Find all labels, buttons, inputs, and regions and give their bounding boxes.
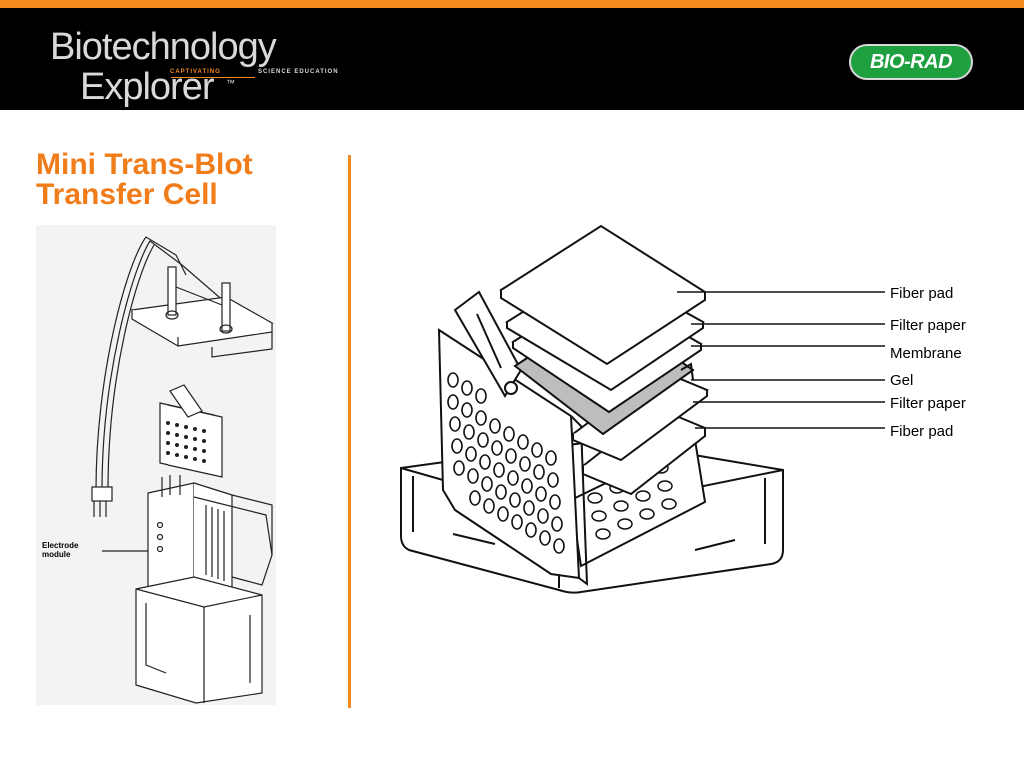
logo-tagline-science-education: SCIENCE EDUCATION [258, 69, 339, 75]
layer-label-membrane: Membrane [890, 345, 962, 362]
callout-electrode-module-line1: Electrode [42, 541, 79, 550]
callout-electrode-module-line2: module [42, 550, 71, 559]
slide-title: Mini Trans-Blot Transfer Cell [36, 150, 336, 210]
vertical-divider [348, 155, 351, 708]
logo-word-explorer: Explorer [80, 66, 214, 108]
logo-tagline-captivating: CAPTIVATING [170, 69, 221, 75]
logo-word-biotechnology: Biotechnology [50, 26, 277, 68]
gel-sandwich-assembly-illustration: Fiber pad Filter paper Membrane Gel Filt… [400, 224, 966, 594]
bio-rad-logo: BIO-RAD [849, 44, 973, 80]
logo-trademark: ™ [226, 78, 235, 88]
exploded-tank-illustration: Electrode module [36, 225, 276, 705]
bio-rad-logo-text: BIO-RAD [869, 50, 953, 73]
logo-tagline-rule [171, 77, 255, 78]
slide-title-line2: Transfer Cell [36, 178, 218, 211]
top-accent-stripe [0, 0, 1024, 8]
layer-label-fiber-pad-bottom: Fiber pad [890, 423, 953, 440]
layer-label-filter-paper-bottom: Filter paper [890, 395, 966, 412]
slide-title-line1: Mini Trans-Blot [36, 148, 253, 181]
layer-label-gel: Gel [890, 372, 913, 389]
layer-label-filter-paper-top: Filter paper [890, 317, 966, 334]
biotechnology-explorer-logo: Biotechnology Explorer ™ CAPTIVATING SCI… [50, 26, 370, 110]
layer-label-fiber-pad-top: Fiber pad [890, 285, 953, 302]
